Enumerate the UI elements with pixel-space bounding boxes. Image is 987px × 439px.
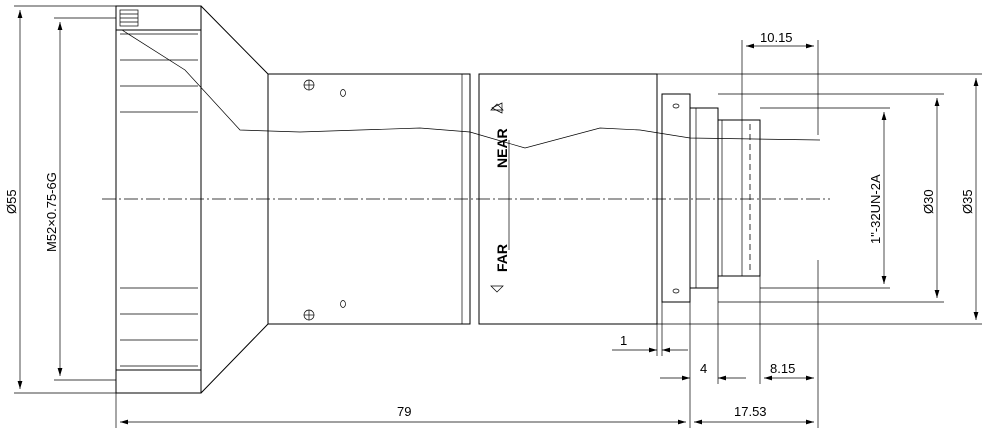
svg-text:1: 1 [620,333,627,348]
svg-text:4: 4 [700,361,707,376]
dim-flange-gap: 1 [612,302,688,356]
svg-text:1"-32UN-2A: 1"-32UN-2A [868,174,883,244]
svg-text:M52×0.75-6G: M52×0.75-6G [44,172,59,252]
far-label: FAR [494,244,510,272]
dim-filter-thread: M52×0.75-6G [44,17,116,381]
svg-text:Ø35: Ø35 [960,189,975,214]
dim-thread-step: 4 [660,288,746,384]
dim-outer-diameter: Ø55 [4,5,116,394]
c-mount-section [661,93,761,303]
dim-mount-length: 17.53 [694,260,819,428]
svg-text:10.15: 10.15 [760,30,793,45]
svg-text:Ø55: Ø55 [4,189,19,214]
svg-text:Ø30: Ø30 [921,189,936,214]
dim-top-offset: 10.15 [741,30,819,135]
dim-overall-length: 79 [115,302,691,428]
front-grip-section [115,5,269,394]
triangle-down-icon [490,285,504,293]
svg-text:79: 79 [397,404,411,419]
near-label: NEAR [494,128,510,168]
dim-mount-thread: 1"-32UN-2A [760,107,890,289]
section-curve [121,29,821,149]
dim-thread-length: 8.15 [759,276,814,384]
dim-body-diameter: Ø35 [657,73,982,325]
triangle-up-icon [490,103,504,111]
svg-text:17.53: 17.53 [734,404,767,419]
svg-text:8.15: 8.15 [770,361,795,376]
arrow-left-icon [491,102,503,114]
dim-flange-diameter: Ø30 [718,93,944,303]
